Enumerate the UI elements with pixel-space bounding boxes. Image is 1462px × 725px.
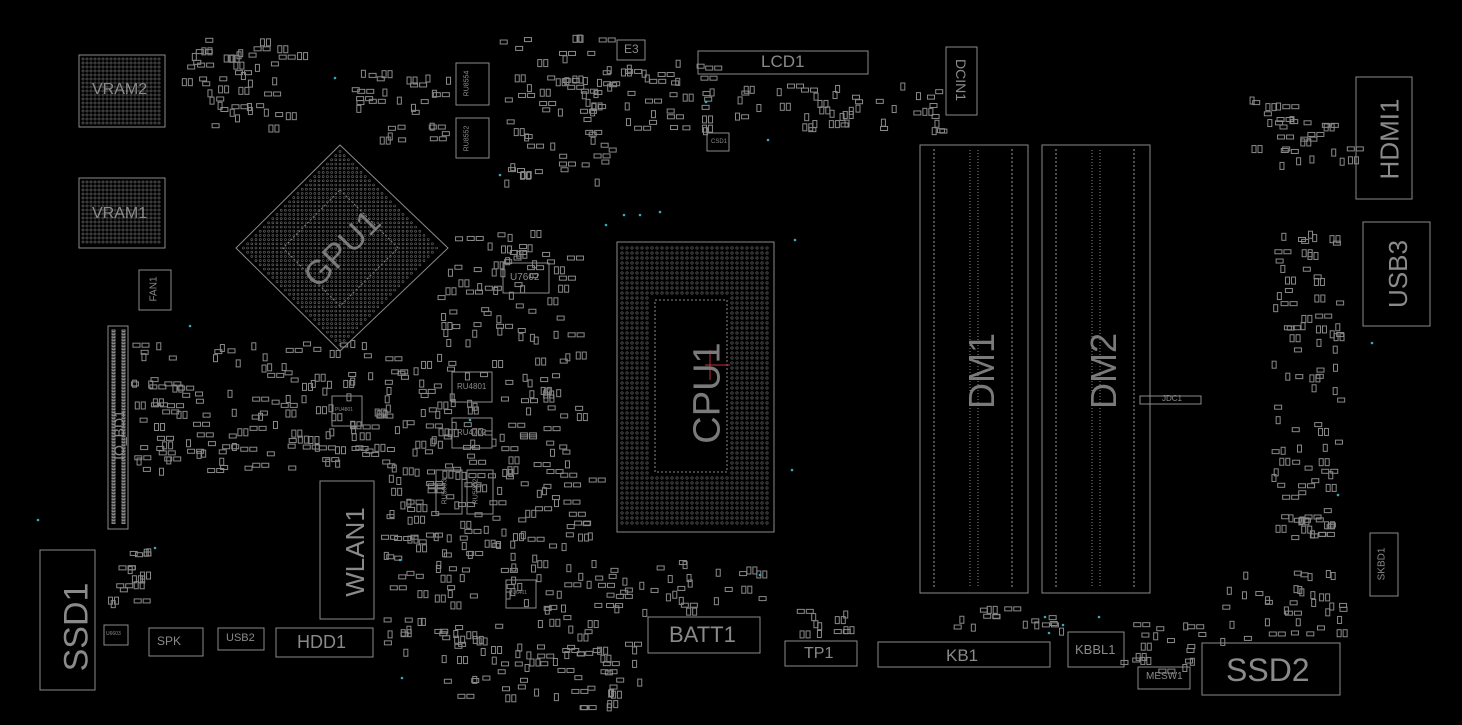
ru4702-label: RU4702 — [457, 428, 487, 437]
kb1-label: KB1 — [946, 646, 979, 665]
ru5903-outline — [435, 469, 463, 515]
fan1-outline — [138, 269, 172, 311]
usb2-outline — [217, 627, 265, 651]
ru5903-label: RU5903 — [441, 478, 449, 505]
csd1-label: CSD1 — [711, 139, 728, 145]
dm2-outline — [1041, 144, 1151, 594]
pu6401-label: PU6401 — [509, 590, 528, 596]
spk-label: SPK — [157, 634, 182, 648]
ru4801-label: RU4801 — [457, 382, 487, 391]
hdmi1-label: HDMI1 — [1374, 98, 1405, 180]
ru8552-label: RU8552 — [463, 125, 471, 152]
hdmi1-outline — [1355, 76, 1413, 200]
jdc1-outline — [1139, 395, 1202, 405]
skbd1-label: SKBD1 — [1376, 547, 1388, 581]
skbd1-outline — [1369, 532, 1399, 597]
kb1-outline — [877, 641, 1051, 668]
u6603-outline — [103, 624, 129, 646]
kbbl1-label: KBBL1 — [1075, 642, 1116, 657]
hdd1-label: HDD1 — [297, 632, 347, 652]
mesw1-outline — [1137, 666, 1191, 690]
vram1-label: VRAM1 — [92, 205, 148, 222]
ru8554-outline — [455, 62, 490, 106]
u7602-outline — [502, 262, 550, 294]
dm2-label: DM2 — [1083, 332, 1125, 410]
wlan1-label: WLAN1 — [339, 507, 370, 597]
hdd1-outline — [275, 627, 374, 658]
wlan1-outline — [319, 480, 375, 620]
usb2-label: USB2 — [226, 632, 255, 644]
ssd1-label: SSD1 — [57, 582, 96, 672]
dm1-outline — [919, 144, 1029, 594]
usb3-outline — [1362, 221, 1431, 327]
usb3-label: USB3 — [1382, 240, 1413, 308]
ru8554-label: RU8554 — [463, 70, 471, 97]
kbbl1-outline — [1067, 631, 1125, 668]
lcd1-outline — [697, 50, 869, 75]
ssd2-outline — [1201, 642, 1341, 696]
ssd1-outline — [39, 549, 96, 691]
io-board-label: IO_BD1 — [110, 410, 127, 460]
vram2-outline — [78, 54, 166, 128]
u6603-label: U6603 — [106, 631, 121, 637]
ru5902-label: RU5902 — [472, 478, 480, 505]
lcd1-label: LCD1 — [761, 52, 805, 71]
ssd2-label: SSD2 — [1226, 652, 1310, 688]
pu4801-label: PU4801 — [335, 407, 354, 413]
ru5902-outline — [466, 469, 494, 515]
u7602-label: U7602 — [510, 272, 540, 283]
cpu1-label: CPU1 — [686, 342, 729, 444]
mesw1-label: MESW1 — [1146, 671, 1183, 682]
dm1-label: DM1 — [961, 332, 1003, 410]
spk-outline — [148, 627, 204, 657]
tp1-outline — [784, 640, 858, 667]
e3-outline — [616, 39, 646, 61]
fan1-label: FAN1 — [148, 276, 160, 302]
csd1-outline — [706, 132, 730, 152]
cpu1-outline — [616, 241, 775, 533]
batt1-outline — [647, 616, 761, 654]
dcin1-label: DCIN1 — [953, 58, 970, 102]
vram1-outline — [78, 177, 166, 249]
ru8552-outline — [455, 117, 490, 159]
tp1-label: TP1 — [804, 645, 834, 662]
io-board-outline — [107, 325, 129, 530]
batt1-label: BATT1 — [669, 622, 736, 647]
dcin1-outline — [945, 46, 978, 116]
jdc1-label: JDC1 — [1162, 394, 1183, 403]
cpu1-die — [654, 299, 728, 473]
e3-label: E3 — [624, 42, 639, 56]
vram2-label: VRAM2 — [92, 81, 148, 98]
